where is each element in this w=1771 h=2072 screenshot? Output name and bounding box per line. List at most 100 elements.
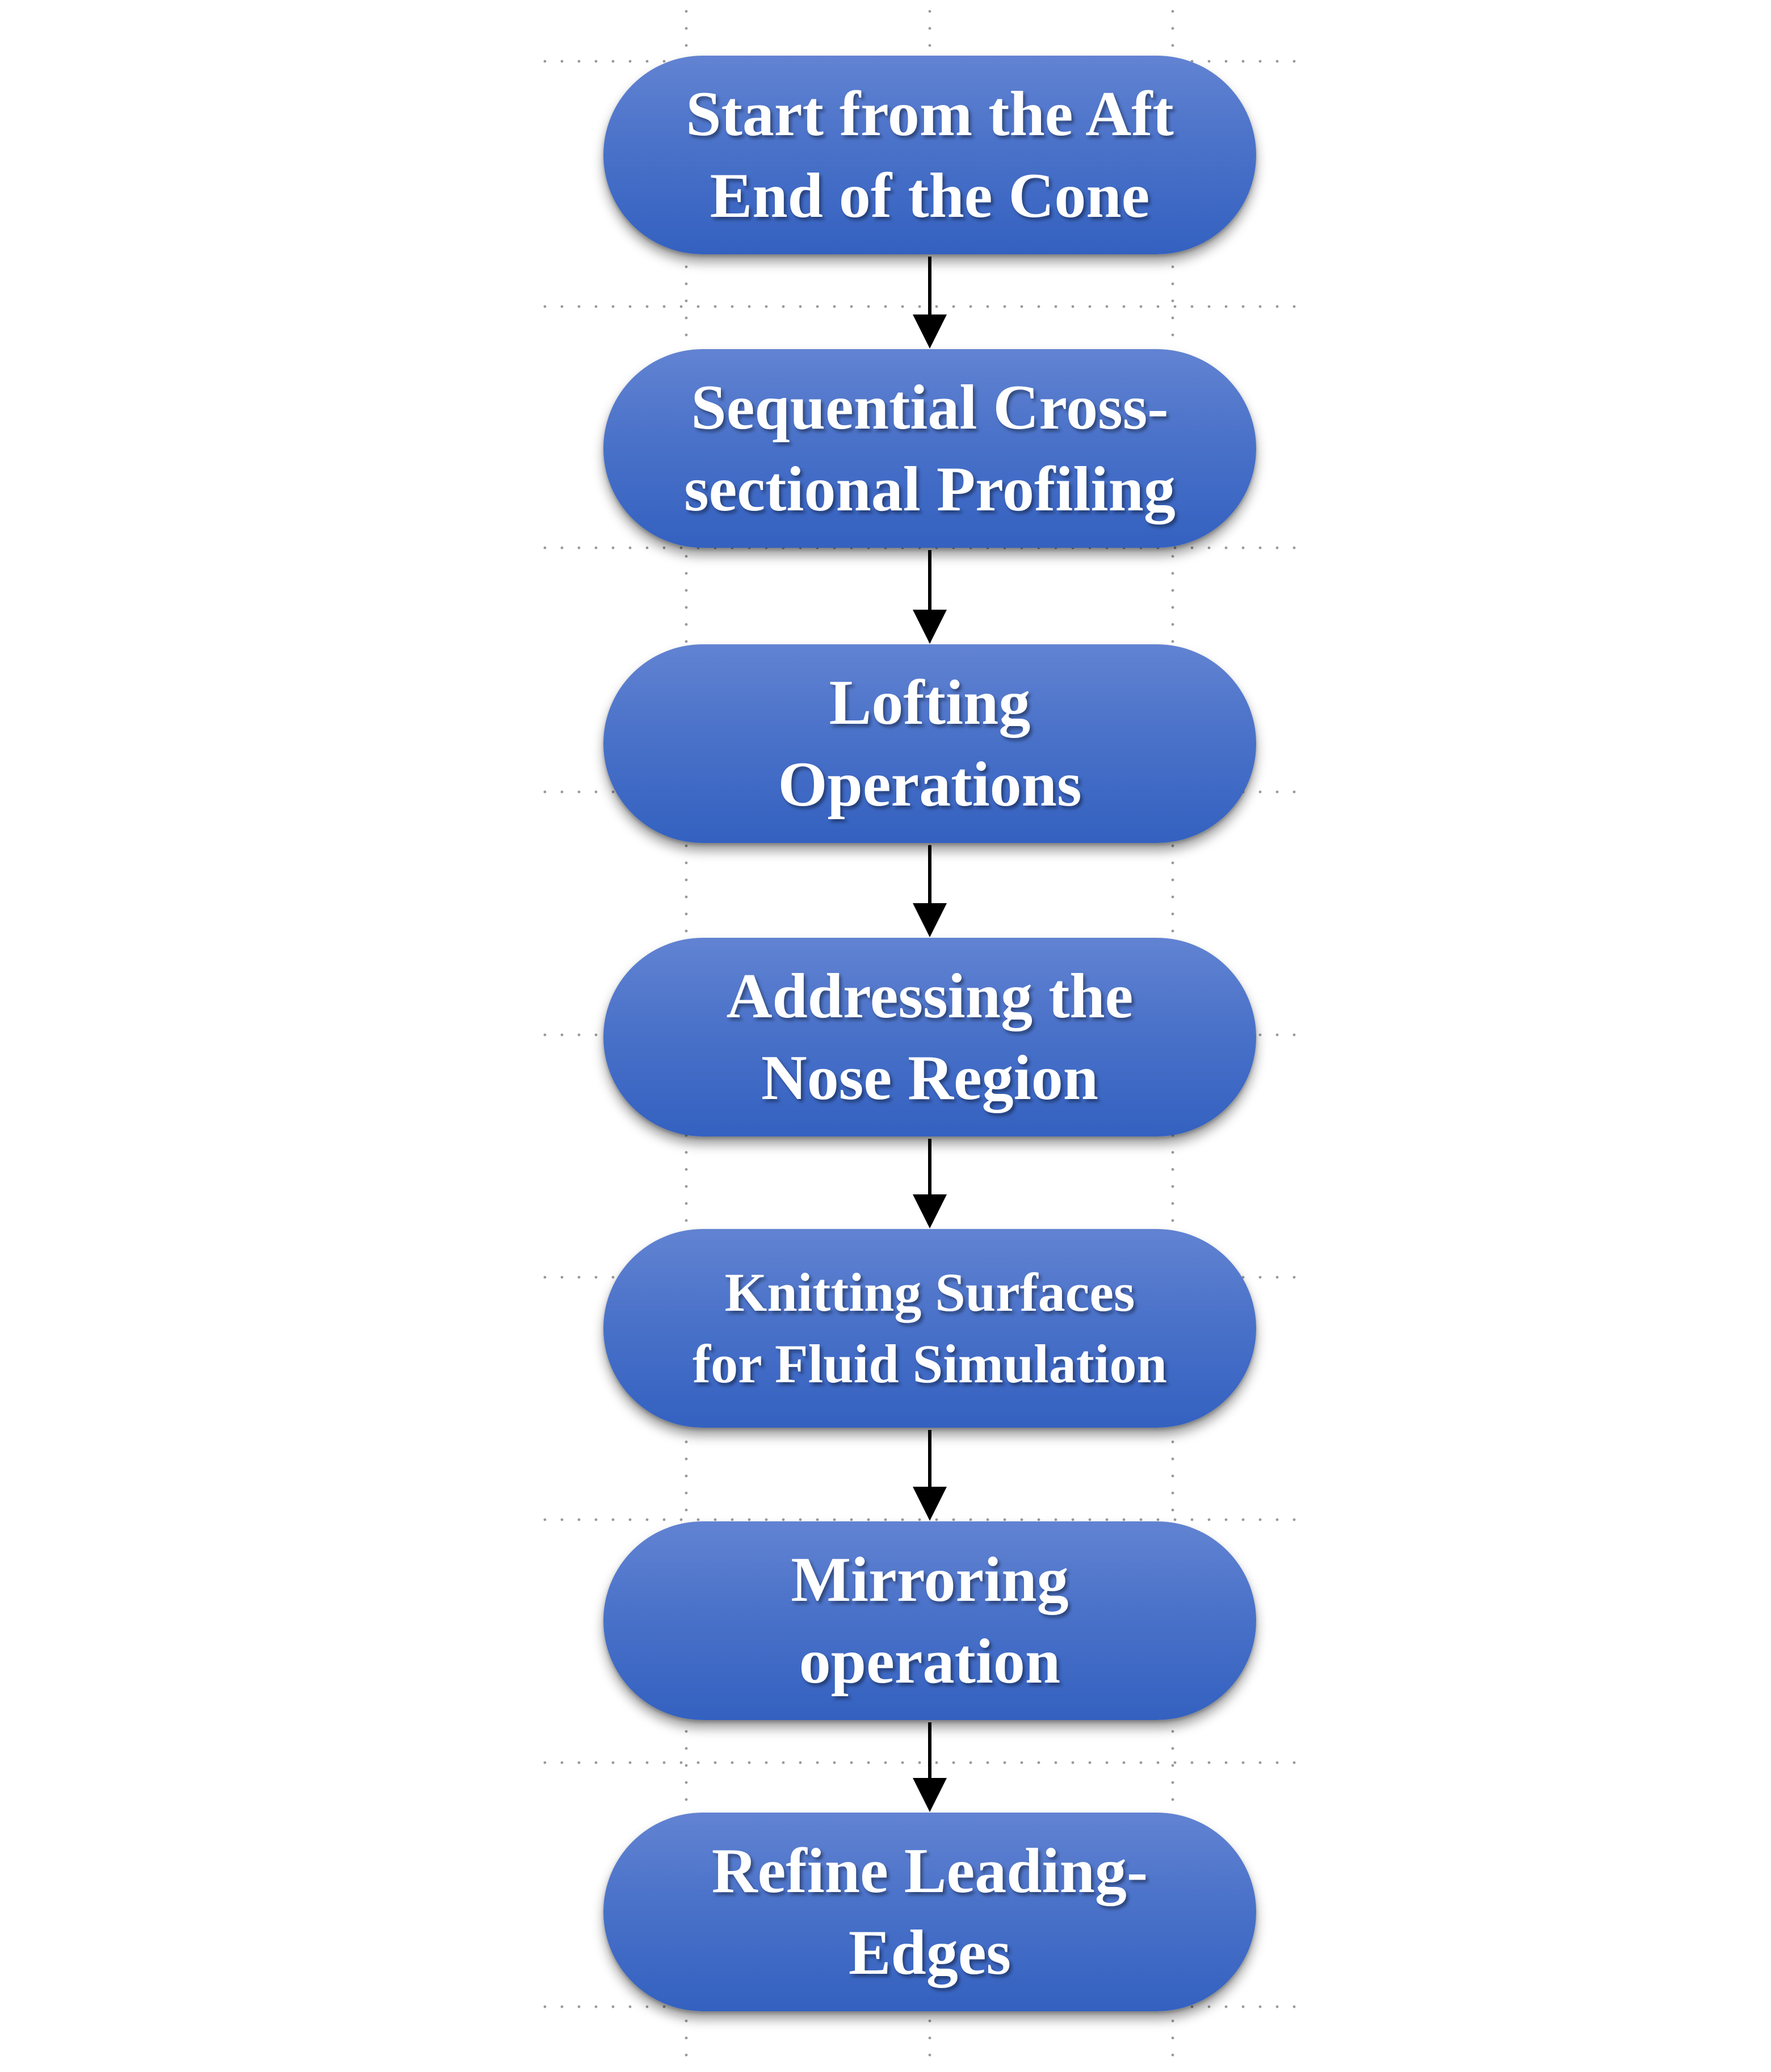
grid-dot bbox=[850, 305, 853, 308]
grid-dot bbox=[1292, 305, 1296, 308]
grid-dot bbox=[611, 1518, 615, 1521]
grid-dot bbox=[685, 316, 688, 320]
grid-dot bbox=[731, 1518, 734, 1521]
grid-dot bbox=[1171, 2036, 1174, 2040]
grid-dot bbox=[952, 1761, 955, 1764]
grid-dot bbox=[928, 1474, 931, 1478]
grid-dot bbox=[685, 623, 688, 626]
grid-dot bbox=[928, 1781, 931, 1784]
grid-dot bbox=[928, 623, 931, 626]
grid-dot bbox=[577, 60, 581, 63]
grid-dot bbox=[577, 1033, 581, 1037]
grid-dot bbox=[560, 1276, 564, 1279]
grid-dot bbox=[1171, 1151, 1174, 1154]
grid-dot bbox=[901, 1761, 904, 1764]
grid-dot bbox=[560, 305, 564, 308]
grid-dot bbox=[1122, 305, 1126, 308]
grid-dot bbox=[1020, 1518, 1023, 1521]
grid-dot bbox=[1054, 1518, 1057, 1521]
grid-dot bbox=[628, 1518, 632, 1521]
grid-dot bbox=[1275, 2005, 1279, 2008]
grid-dot bbox=[1139, 1761, 1143, 1764]
grid-dot bbox=[1171, 1219, 1174, 1222]
grid-dot bbox=[685, 606, 688, 609]
grid-dot bbox=[685, 878, 688, 882]
grid-dot bbox=[799, 1761, 802, 1764]
grid-dot bbox=[1173, 1761, 1177, 1764]
grid-dot bbox=[1224, 60, 1228, 63]
grid-dot bbox=[594, 1276, 598, 1279]
grid-dot bbox=[1207, 305, 1211, 308]
grid-dot bbox=[1071, 1518, 1075, 1521]
grid-dot bbox=[594, 790, 598, 794]
grid-dot bbox=[1190, 1761, 1194, 1764]
grid-dot bbox=[1171, 316, 1174, 320]
grid-dot bbox=[1071, 1761, 1075, 1764]
grid-dot bbox=[679, 1761, 683, 1764]
grid-dot bbox=[928, 27, 931, 30]
grid-dot bbox=[685, 912, 688, 916]
grid-dot bbox=[543, 1276, 547, 1279]
grid-dot bbox=[928, 10, 931, 13]
grid-dot bbox=[685, 929, 688, 933]
grid-dot bbox=[1171, 1474, 1174, 1478]
grid-dot bbox=[1171, 912, 1174, 916]
grid-dot bbox=[679, 305, 683, 308]
step-nose-region: Addressing the Nose Region bbox=[603, 938, 1256, 1136]
grid-dot bbox=[1139, 1518, 1143, 1521]
step-label: Mirroring operation bbox=[791, 1545, 1069, 1697]
grid-dot bbox=[1054, 1761, 1057, 1764]
grid-dot bbox=[679, 546, 683, 550]
grid-dot bbox=[611, 790, 615, 794]
grid-dot bbox=[1088, 1518, 1092, 1521]
grid-dot bbox=[1171, 2019, 1174, 2023]
grid-dot bbox=[685, 1185, 688, 1188]
grid-dot bbox=[662, 2005, 666, 2008]
grid-dot bbox=[577, 1276, 581, 1279]
grid-dot bbox=[696, 1518, 700, 1521]
grid-dot bbox=[748, 305, 751, 308]
grid-dot bbox=[928, 333, 931, 337]
grid-dot bbox=[782, 1761, 785, 1764]
grid-dot bbox=[918, 1761, 921, 1764]
grid-dot bbox=[928, 1440, 931, 1444]
grid-dot bbox=[685, 572, 688, 575]
grid-dot bbox=[1241, 546, 1245, 550]
grid-dot bbox=[833, 1518, 836, 1521]
grid-dot bbox=[560, 1761, 564, 1764]
grid-dot bbox=[928, 1185, 931, 1188]
grid-dot bbox=[685, 1491, 688, 1495]
step-label: Lofting Operations bbox=[778, 668, 1082, 820]
grid-dot bbox=[594, 60, 598, 63]
grid-dot bbox=[928, 878, 931, 882]
grid-dot bbox=[685, 44, 688, 47]
grid-dot bbox=[928, 895, 931, 899]
grid-dot bbox=[1171, 623, 1174, 626]
grid-dot bbox=[765, 1761, 768, 1764]
grid-dot bbox=[928, 929, 931, 933]
grid-dot bbox=[1258, 1033, 1262, 1037]
grid-dot bbox=[748, 1518, 751, 1521]
grid-dot bbox=[1171, 555, 1174, 558]
grid-dot bbox=[1207, 546, 1211, 550]
grid-dot bbox=[928, 2036, 931, 2040]
grid-dot bbox=[1224, 1518, 1228, 1521]
grid-dot bbox=[662, 305, 666, 308]
grid-dot bbox=[1171, 1202, 1174, 1205]
grid-dot bbox=[685, 640, 688, 643]
grid-dot bbox=[543, 1518, 547, 1521]
grid-dot bbox=[685, 333, 688, 337]
grid-dot bbox=[1258, 2005, 1262, 2008]
grid-dot bbox=[594, 2005, 598, 2008]
grid-dot bbox=[1173, 546, 1177, 550]
step-label: Start from the Aft End of the Cone bbox=[686, 79, 1174, 231]
grid-dot bbox=[928, 1730, 931, 1733]
grid-dot bbox=[969, 1761, 972, 1764]
grid-dot bbox=[685, 1730, 688, 1733]
grid-dot bbox=[928, 2019, 931, 2023]
grid-dot bbox=[1258, 305, 1262, 308]
step-mirroring-operation: Mirroring operation bbox=[603, 1521, 1256, 1720]
grid-dot bbox=[611, 546, 615, 550]
grid-dot bbox=[928, 912, 931, 916]
grid-dot bbox=[685, 895, 688, 899]
